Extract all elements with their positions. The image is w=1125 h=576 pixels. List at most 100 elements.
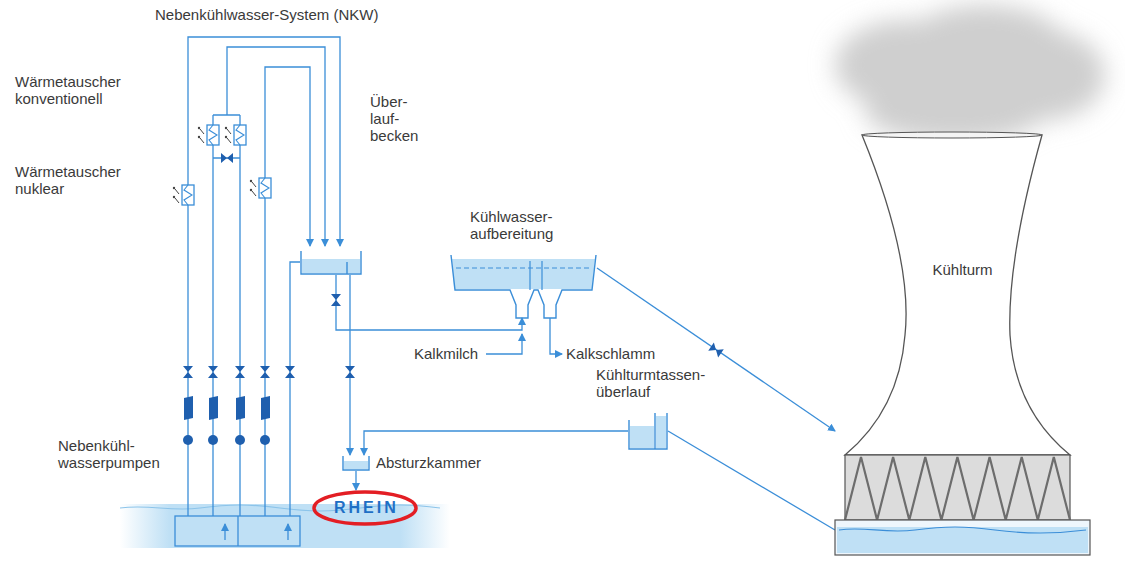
overflow-chamber: Kühlturmtassen- überlauf (628, 412, 668, 450)
lime-pipes (486, 334, 522, 354)
heat-exchanger-symbols (207, 125, 219, 145)
strainer-symbols (184, 396, 270, 420)
pump-symbols (235, 435, 245, 445)
intake-structure (175, 516, 300, 546)
annotation-label: Wärmetauscher konventionell (15, 73, 127, 107)
node-outline (301, 251, 361, 274)
heat-exchanger-symbols (250, 189, 252, 191)
annotation-label: Wärmetauscher nuklear (15, 163, 127, 197)
heat-exchanger-symbols (182, 185, 194, 205)
pump-symbols (208, 435, 218, 445)
node-outline (629, 413, 667, 449)
heat-exchanger-symbols (250, 180, 252, 182)
cooling-water-pipes (213, 115, 240, 516)
annotation-label: Nebenkühl- wasserpumpen (58, 437, 162, 471)
node-outline (630, 426, 654, 448)
heat-exchanger-symbols (259, 178, 271, 198)
node-outline (839, 527, 1086, 533)
pump-symbols (260, 435, 270, 445)
node-outline (300, 250, 362, 275)
valve-symbols (331, 294, 341, 306)
intake-structure (237, 516, 238, 546)
node-label: Über- lauf- becken (370, 93, 422, 144)
pipe-connector (355, 471, 356, 490)
heat-exchanger-symbols (173, 196, 175, 198)
node-outline (343, 456, 369, 470)
node-outline (452, 259, 595, 289)
cooling-tower: Kühlturm (835, 130, 1090, 558)
node-label: Kühlturmtassen- überlauf (596, 366, 718, 400)
heat-exchanger-symbols (234, 125, 246, 145)
heat-exchanger-symbols (173, 187, 175, 189)
highlight-ellipse (314, 492, 416, 524)
heat-exchanger-symbols (225, 136, 227, 138)
pipe-connector (349, 275, 350, 455)
heat-exchanger-symbols (184, 185, 192, 205)
annotation-label: Kalkschlamm (566, 345, 666, 362)
drop-chamber: Absturzkammer (342, 455, 370, 471)
cooling-water-pipes (188, 37, 340, 516)
pipe-connector (668, 431, 835, 530)
cooling-water-pipes (290, 262, 300, 516)
pump-symbols (183, 435, 270, 445)
node-outline (845, 455, 1070, 520)
intake-structure (175, 516, 300, 546)
valve-symbols (260, 366, 270, 378)
heat-exchanger-symbols (261, 178, 269, 198)
intake-structure (224, 524, 225, 540)
lime-pipes (550, 318, 562, 354)
node-outline (845, 457, 1070, 520)
pipe-connector (364, 431, 628, 455)
water-treatment-tank: Kühlwasser- aufbereitung (450, 255, 597, 318)
node-outline (456, 268, 591, 269)
cooling-water-pipes (188, 37, 340, 516)
valve-symbols (285, 366, 295, 378)
node-outline (835, 130, 1090, 558)
strainer-symbols (261, 396, 270, 420)
heat-exchanger-symbols (175, 189, 179, 203)
river-marker: RHEIN (312, 490, 418, 526)
intake-structure (287, 524, 288, 540)
heat-exchanger-symbols (198, 127, 200, 129)
node-outline (530, 261, 542, 290)
heat-exchanger-symbols (198, 125, 219, 145)
node-outline (862, 132, 1042, 138)
pump-symbols (183, 435, 193, 445)
valve-symbols (345, 366, 355, 378)
steam-cloud (835, 5, 1105, 142)
valve-symbols (235, 366, 245, 378)
node-outline (450, 255, 597, 318)
heat-exchanger-symbols (250, 178, 271, 198)
river-water (120, 504, 450, 548)
annotation-label: Kalkmilch (414, 345, 484, 362)
node-outline (628, 412, 668, 450)
valve-symbols (708, 342, 724, 357)
valve-symbols (183, 153, 724, 378)
node-label: Kühlturm (895, 261, 1030, 278)
lime-pipes (486, 318, 562, 354)
overflow-basin: Über- lauf- becken (300, 250, 362, 275)
node-outline (835, 520, 1090, 555)
node-outline (451, 255, 596, 318)
heat-exchanger-symbols (236, 125, 244, 145)
strainer-symbols (236, 396, 245, 420)
heat-exchanger-symbols (225, 127, 227, 129)
heat-exchanger-symbols (227, 129, 231, 143)
diagram-title: Nebenkühlwasser-System (NKW) (155, 6, 378, 23)
heat-exchanger-symbols (209, 125, 217, 145)
node-label: RHEIN (334, 498, 399, 518)
node-outline (344, 461, 368, 469)
heat-exchanger-symbols (225, 125, 246, 145)
node-outline (845, 135, 1070, 455)
heat-exchanger-symbols (200, 129, 204, 143)
node-label: Absturzkammer (376, 454, 506, 471)
heat-exchanger-symbols (252, 182, 256, 196)
heat-exchanger-symbols (173, 185, 194, 205)
valve-symbols (221, 153, 233, 163)
strainer-symbols (184, 396, 193, 420)
node-outline (656, 416, 666, 448)
node-outline (837, 527, 1088, 553)
heat-exchanger-symbols (198, 136, 200, 138)
node-outline (302, 259, 360, 273)
